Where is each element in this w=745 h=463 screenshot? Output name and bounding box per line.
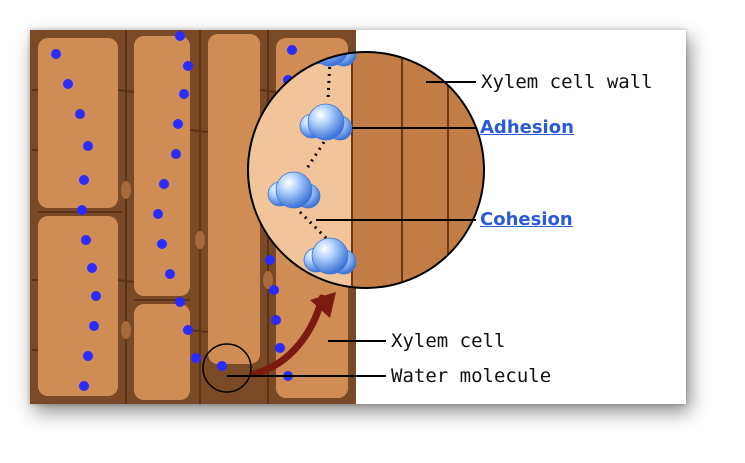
- water-molecule-dot: [275, 343, 285, 353]
- water-molecule-dot: [175, 31, 185, 41]
- water-molecule-dot: [165, 269, 175, 279]
- magnified-view: [248, 52, 484, 288]
- water-molecule-dot: [173, 119, 183, 129]
- water-molecule-dot: [89, 321, 99, 331]
- label-xylem-cell: Xylem cell: [391, 330, 506, 352]
- zoom-arrow-head: [310, 292, 336, 318]
- water-molecules: [267, 52, 357, 275]
- water-molecule-dot: [79, 381, 89, 391]
- water-molecule-dot: [287, 45, 297, 55]
- water-molecule-dot: [75, 109, 85, 119]
- water-molecule-dot: [271, 315, 281, 325]
- water-molecule-dot: [265, 255, 275, 265]
- water-molecule-dot: [269, 285, 279, 295]
- water-molecule-dot: [91, 291, 101, 301]
- water-molecule-dot: [157, 239, 167, 249]
- water-molecule-dot: [79, 175, 89, 185]
- water-molecule-dot: [87, 263, 97, 273]
- water-molecule-dot: [159, 179, 169, 189]
- link-adhesion[interactable]: Adhesion: [480, 117, 574, 138]
- diagram-frame: Xylem cell wall Adhesion Cohesion Xylem …: [30, 30, 686, 404]
- water-molecule-dot: [191, 353, 201, 363]
- water-molecule-dot: [83, 141, 93, 151]
- xylem-cell-1: [38, 38, 118, 208]
- xylem-cell-2: [38, 216, 118, 396]
- water-molecule-dot: [183, 61, 193, 71]
- water-molecule-dot: [51, 49, 61, 59]
- water-molecule: [299, 103, 353, 141]
- label-water-molecule: Water molecule: [391, 365, 552, 387]
- zoom-arrow: [250, 294, 326, 378]
- xylem-cell-5: [208, 34, 260, 364]
- water-molecule-dot: [217, 361, 227, 371]
- xylem-cell-4: [134, 304, 190, 400]
- water-molecule-dot: [83, 351, 93, 361]
- water-molecule-dot: [153, 209, 163, 219]
- water-molecule-dot: [183, 325, 193, 335]
- water-molecule-dot: [175, 297, 185, 307]
- link-cohesion[interactable]: Cohesion: [480, 209, 573, 230]
- water-molecule-dot: [81, 235, 91, 245]
- water-molecule-dot: [171, 149, 181, 159]
- magnified-cell-wall: [352, 52, 484, 288]
- highlight-circle: [202, 343, 252, 393]
- label-xylem-cell-wall: Xylem cell wall: [481, 71, 653, 93]
- water-molecule-dot: [77, 205, 87, 215]
- xylem-cell-3: [134, 36, 190, 296]
- water-molecule-dot: [179, 89, 189, 99]
- water-molecule-dot: [63, 79, 73, 89]
- water-molecule: [267, 171, 321, 209]
- xylem-diagram: [30, 30, 485, 404]
- water-molecule: [303, 237, 357, 275]
